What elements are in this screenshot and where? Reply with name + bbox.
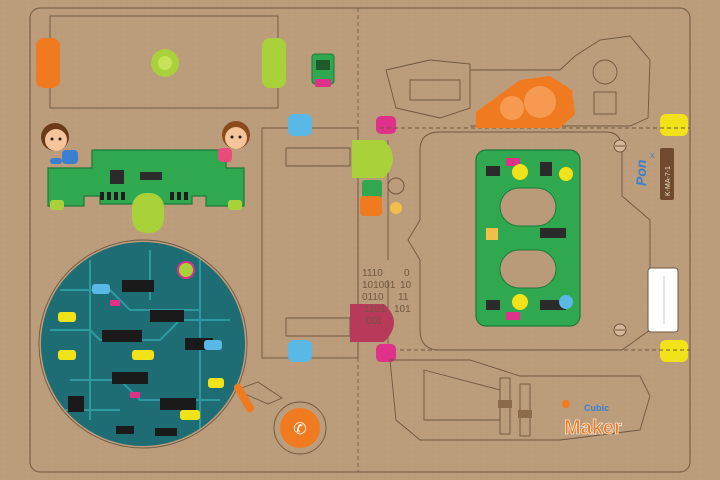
tab-yellow-bottom xyxy=(660,340,688,362)
svg-text:10: 10 xyxy=(400,280,412,291)
cubic-maker-logo: Cubic Maker xyxy=(562,400,622,439)
tab-pink-top xyxy=(376,116,396,134)
svg-text:101001: 101001 xyxy=(362,280,396,291)
character-boy-icon xyxy=(41,123,78,164)
vertical-code: K-MA-7-1 xyxy=(665,166,672,196)
svg-text:0: 0 xyxy=(404,268,410,279)
sticker-cluster xyxy=(360,177,405,216)
pon-superscript: X xyxy=(650,153,655,160)
slider-knob-2 xyxy=(518,410,532,418)
svg-text:1101: 1101 xyxy=(364,304,386,315)
controller-pcb xyxy=(47,149,245,233)
code-strip xyxy=(660,148,674,200)
top-field-panel xyxy=(36,15,286,109)
svg-text:0110: 0110 xyxy=(362,292,384,303)
pon-logo: Pon xyxy=(633,160,649,186)
brand-small: Cubic xyxy=(584,403,609,413)
svg-text:101: 101 xyxy=(394,304,411,315)
tab-pink-bottom xyxy=(376,344,396,362)
svg-text:001: 001 xyxy=(366,316,383,327)
svg-text:11: 11 xyxy=(398,292,409,303)
pon-pcb xyxy=(475,149,581,327)
red-knob xyxy=(350,304,394,342)
brand-large: Maker xyxy=(564,417,622,439)
character-girl-icon xyxy=(218,121,250,162)
sheet-outline xyxy=(29,7,691,473)
white-label xyxy=(647,267,679,333)
phone-icon: ✆ xyxy=(293,421,306,438)
phone-handle: ✆ xyxy=(234,381,327,455)
lime-knob xyxy=(352,140,393,178)
tab-blue-bottom xyxy=(288,340,312,362)
orange-actuator xyxy=(476,76,575,128)
svg-text:1110: 1110 xyxy=(362,268,383,279)
circuit-disc xyxy=(38,239,248,449)
tab-yellow-top xyxy=(660,114,688,136)
small-chip-piece xyxy=(311,53,335,87)
tab-blue-top xyxy=(288,114,312,136)
binary-column: 0 10 11 101 1110 101001 0110 1101 001 xyxy=(362,268,412,327)
slider-knob-1 xyxy=(498,400,512,408)
